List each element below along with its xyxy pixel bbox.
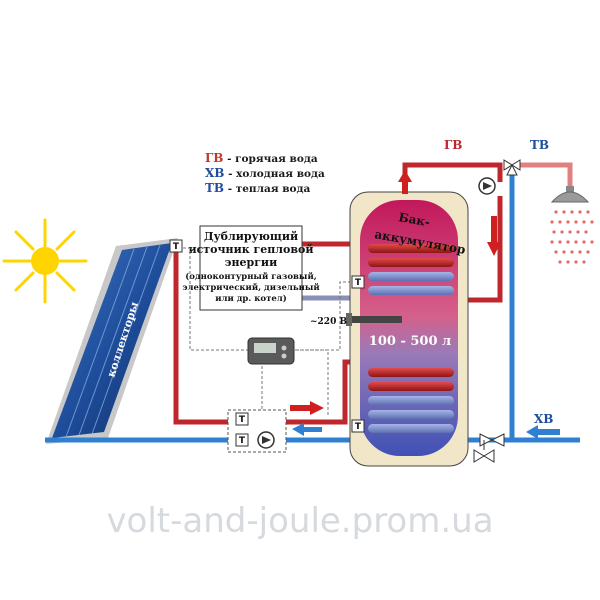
circulation-pump-icon — [478, 177, 496, 195]
sensor-collector: T — [169, 239, 183, 253]
svg-text:T: T — [173, 242, 180, 252]
tank-volume: 100 - 500 л — [369, 334, 451, 349]
svg-text:T: T — [239, 415, 246, 425]
arrow-up-hot — [398, 170, 412, 194]
tank-title-line1: Бак- — [397, 210, 431, 229]
pipe-label-cold: ХВ — [534, 412, 553, 426]
legend-warm-water: ТВ - теплая вода — [205, 181, 311, 195]
aux-heat-source: Дублирующий источник гепловой энергии (о… — [182, 225, 320, 311]
solar-collector: коллекторы — [46, 238, 178, 444]
svg-text:T: T — [355, 278, 362, 288]
legend-warm-text: - теплая вода — [224, 183, 310, 195]
aux-line3: энергии — [225, 256, 278, 269]
sensor-tank-upper: T — [351, 275, 365, 289]
legend: ГВ - горячая вода ХВ - холодная вода ТВ … — [205, 151, 325, 195]
legend-cold-text: - холодная вода — [224, 168, 325, 180]
shower-icon — [550, 186, 594, 264]
legend-hot-text: - горячая вода — [223, 153, 317, 165]
heater-voltage: ~220 В — [310, 317, 347, 327]
legend-cold-key: ХВ — [205, 166, 224, 180]
arrow-right-hot — [290, 401, 324, 415]
svg-text:T: T — [355, 422, 362, 432]
arrow-left-cold — [292, 423, 322, 436]
aux-line4: (одноконтурный газовый, — [185, 271, 316, 282]
watermark: volt-and-joule.prom.ua — [106, 501, 493, 541]
arrow-down-hot — [487, 216, 501, 256]
aux-line1: Дублирующий — [204, 230, 298, 243]
aux-line5: электрический, дизельный — [182, 282, 320, 293]
upper-coil — [368, 244, 454, 295]
electric-heater — [346, 313, 402, 326]
sensor-pump-bottom: T — [235, 433, 249, 447]
pipe-labels: ГВ ТВ ХВ — [444, 138, 553, 426]
legend-hot-key: ГВ — [205, 151, 223, 165]
mixing-valve-icon — [503, 159, 521, 176]
aux-line6: или др. котел) — [215, 293, 287, 304]
flow-arrows — [290, 170, 560, 439]
legend-hot-water: ГВ - горячая вода — [205, 151, 318, 165]
pipe-label-warm: ТВ — [530, 138, 549, 152]
check-valve-icon — [473, 433, 505, 463]
controller-wiring — [183, 247, 356, 416]
aux-line2: источник гепловой — [188, 243, 313, 256]
legend-warm-key: ТВ — [205, 181, 224, 195]
temp-sensors: T T T T T — [169, 239, 365, 447]
sun-icon — [2, 218, 88, 304]
sensor-pump-top: T — [235, 412, 249, 426]
pipe-label-hot: ГВ — [444, 138, 462, 152]
controller-icon — [247, 337, 295, 365]
arrow-left-cold-in — [526, 425, 560, 439]
legend-cold-water: ХВ - холодная вода — [205, 166, 325, 180]
sensor-tank-lower: T — [351, 419, 365, 433]
svg-text:T: T — [239, 436, 246, 446]
storage-tank: Бак- аккумулятор 100 - 500 л ~220 В — [310, 191, 469, 467]
lower-coil — [368, 368, 454, 433]
